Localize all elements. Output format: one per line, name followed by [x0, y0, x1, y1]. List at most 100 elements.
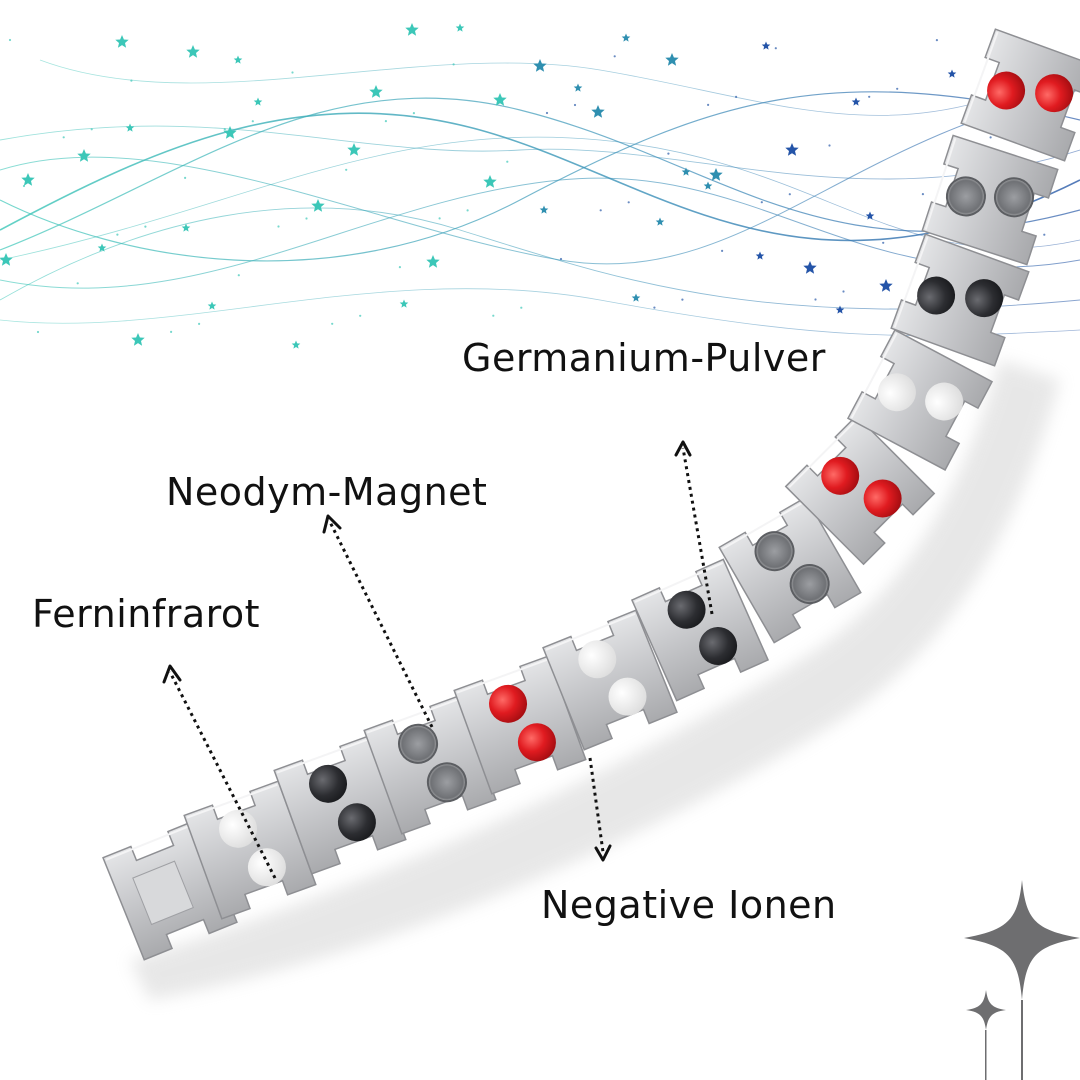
bracelet-link — [183, 780, 317, 920]
steel-stone — [789, 564, 830, 605]
dust-dot — [599, 209, 602, 212]
dust-dot — [1043, 233, 1046, 236]
magnetic-bracelet — [102, 28, 1080, 961]
red-stone — [821, 456, 860, 495]
red-stone — [1035, 74, 1074, 113]
dust-dot — [896, 87, 899, 90]
star-icon — [835, 305, 845, 314]
white-stone — [219, 809, 258, 848]
bracelet-link — [718, 496, 862, 644]
star-icon — [347, 143, 361, 156]
star-icon — [115, 35, 129, 48]
dust-dot — [559, 257, 563, 261]
dust-dot — [412, 112, 415, 115]
red-stone — [987, 71, 1026, 110]
bracelet-link — [784, 414, 936, 566]
arrowhead-negative — [594, 844, 612, 862]
dust-dot — [735, 95, 738, 98]
star-icon-field — [0, 23, 1060, 349]
star-icon — [591, 105, 605, 118]
dust-dot — [989, 136, 992, 139]
black-stone — [309, 764, 348, 803]
red-stone — [863, 479, 902, 518]
star-icon — [865, 211, 875, 220]
bracelet-shadow — [130, 360, 1060, 1000]
star-icon — [186, 45, 200, 58]
dust-dot — [251, 120, 254, 123]
dust-dot — [116, 233, 119, 236]
bracelet-link — [453, 655, 587, 795]
dust-dot — [613, 55, 616, 58]
star-icon — [21, 173, 35, 186]
star-icon — [533, 59, 547, 72]
star-icon — [125, 123, 135, 132]
dust-dot — [842, 290, 845, 293]
black-stone — [917, 276, 956, 315]
star-icon — [223, 126, 237, 139]
white-stone — [578, 640, 617, 679]
bracelet-link — [960, 28, 1080, 162]
dust-dot — [520, 306, 523, 309]
dust-dot — [22, 184, 26, 188]
dust-dot — [506, 160, 509, 163]
label-neodym-magnet: Neodym-Magnet — [166, 470, 488, 514]
white-stone — [608, 677, 647, 716]
star-icon — [77, 149, 91, 162]
dust-dot — [359, 314, 362, 317]
dust-dot — [36, 330, 40, 334]
star-icon — [655, 217, 665, 226]
dust-dot — [492, 314, 495, 317]
black-stone — [699, 627, 738, 666]
star-icon — [681, 167, 691, 176]
star-icon — [947, 69, 957, 78]
star-icon — [181, 223, 191, 232]
dust-dot — [384, 120, 387, 123]
star-icon — [369, 85, 383, 98]
dust-dot — [721, 249, 724, 252]
dust-dot — [237, 274, 240, 277]
bracelet-link — [921, 134, 1059, 266]
star-icon — [573, 83, 583, 92]
steel-stone — [426, 762, 467, 803]
star-icon — [761, 41, 771, 50]
steel-stone — [754, 531, 795, 572]
star-icon — [851, 97, 861, 106]
dust-dot — [305, 217, 308, 220]
dust-dot — [774, 47, 777, 50]
dust-dot — [130, 79, 133, 82]
black-stone — [965, 279, 1004, 318]
dust-dot — [667, 152, 670, 155]
star-icon — [539, 205, 549, 214]
star-icon — [0, 253, 13, 266]
star-icon — [399, 299, 409, 308]
star-icon — [291, 340, 301, 349]
bracelet-link — [846, 329, 994, 471]
red-stone — [517, 723, 556, 762]
dust-dot — [882, 241, 885, 244]
dust-dot — [935, 39, 939, 42]
arrowhead-neodym — [322, 514, 342, 534]
white-stone — [877, 373, 916, 412]
arrow-germanium — [681, 447, 714, 615]
arrow-negative — [588, 757, 605, 853]
red-stone — [489, 684, 528, 723]
dust-dot — [814, 298, 817, 301]
dust-dot — [198, 322, 201, 325]
dust-dot — [438, 217, 441, 220]
dust-dot — [184, 176, 187, 179]
star-icon — [483, 175, 497, 188]
sparkle-icon — [964, 880, 1080, 1080]
star-icon — [703, 181, 713, 190]
bracelet-link — [890, 233, 1030, 367]
bracelet-link — [630, 558, 770, 702]
black-stone — [667, 590, 706, 629]
star-icon — [311, 199, 325, 212]
star-icon — [879, 279, 893, 292]
dust-dot — [828, 144, 831, 147]
star-icon — [631, 293, 641, 302]
bracelet-link — [273, 735, 407, 875]
arrow-neodym — [328, 521, 434, 728]
label-ferninfrarot: Ferninfrarot — [32, 592, 261, 636]
dust-dot — [144, 225, 147, 228]
